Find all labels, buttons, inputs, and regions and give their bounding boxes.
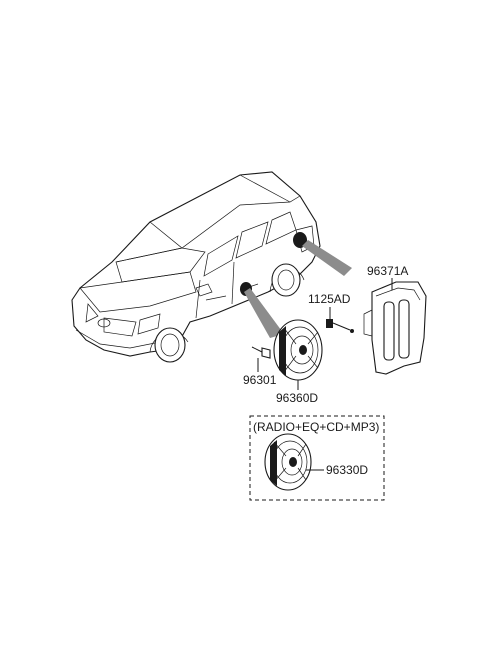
vehicle-illustration	[71, 171, 321, 363]
front-speaker-leader	[244, 288, 284, 338]
rear-speaker-location-mark	[293, 232, 307, 248]
option-speaker-illustration	[264, 433, 312, 491]
option-box-frame	[249, 415, 385, 501]
label-screw: 1125AD	[308, 292, 351, 306]
screw-1125ad-illustration	[326, 319, 354, 333]
label-option-speaker: 96330D	[326, 463, 368, 477]
rear-speaker-cover-illustration	[363, 281, 427, 375]
option-box-caption: (RADIO+EQ+CD+MP3)	[253, 420, 379, 434]
label-front-speaker: 96360D	[276, 391, 318, 405]
label-speaker-screw: 96301	[243, 373, 277, 387]
front-speaker-illustration	[273, 319, 323, 381]
label-rear-speaker-cover: 96371A	[367, 264, 408, 278]
rear-speaker-leader	[302, 240, 352, 276]
screw-96301-illustration	[251, 346, 271, 359]
